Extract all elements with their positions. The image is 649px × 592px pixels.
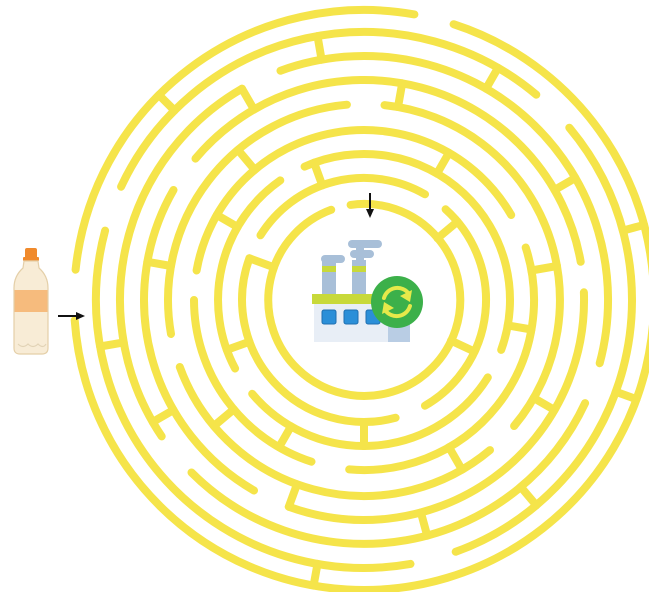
maze-spoke-wall	[503, 321, 536, 334]
maze-ring-wall	[264, 199, 465, 400]
maze-spoke-wall	[313, 32, 326, 64]
maze-ring-wall	[70, 20, 649, 592]
maze-ring-wall	[140, 186, 258, 495]
maze-spoke-wall	[309, 559, 322, 590]
maze-ring-wall	[276, 52, 613, 368]
maze-ring-wall	[284, 288, 588, 524]
maze-spoke-wall	[148, 406, 178, 426]
maze-ring-wall	[380, 101, 564, 430]
maze-spoke-wall	[275, 422, 295, 452]
maze-ring-wall	[164, 100, 351, 338]
maze-ring-wall	[345, 243, 539, 474]
maze-spoke-wall	[445, 443, 466, 474]
recycling-factory-icon	[312, 240, 423, 342]
maze-spoke-wall	[447, 336, 479, 356]
maze-spoke-wall	[209, 405, 238, 430]
maze-spoke-wall	[611, 387, 641, 404]
maze-ring-wall	[71, 6, 419, 274]
maze-spoke-wall	[143, 257, 175, 270]
maze-ring-wall	[91, 226, 415, 572]
maze-ring-wall	[214, 176, 285, 373]
maze-ring-wall	[300, 149, 514, 354]
maze-spoke-wall	[550, 174, 580, 194]
maze-spoke-wall	[96, 338, 128, 351]
maze-ring-wall	[190, 296, 316, 466]
maze-spoke-wall	[527, 262, 561, 275]
maze-ring-wall	[175, 363, 494, 500]
maze-spoke-wall	[284, 480, 301, 511]
maze-spoke-wall	[234, 145, 259, 174]
maze-ring-wall	[248, 373, 492, 450]
maze-ring-wall	[187, 399, 590, 548]
maze-spoke-wall	[310, 158, 327, 190]
maze-spoke-wall	[482, 63, 502, 93]
maze-spoke-wall	[433, 217, 462, 243]
maze-spoke-wall	[394, 79, 407, 111]
maze-spoke-wall	[238, 84, 258, 114]
maze-spoke-wall	[222, 337, 254, 354]
maze-spoke-wall	[212, 211, 242, 231]
maze-spoke-wall	[245, 254, 278, 272]
maze-spoke-wall	[529, 394, 559, 414]
arrow-right-icon	[58, 312, 85, 320]
maze-spokes	[96, 32, 649, 590]
maze-spoke-wall	[433, 148, 453, 178]
maze-spoke-wall	[416, 508, 432, 540]
maze-ring-wall	[421, 205, 491, 410]
maze-rings	[70, 6, 649, 592]
maze-spoke-wall	[516, 482, 541, 510]
plastic-bottle-icon	[13, 248, 49, 355]
arrow-down-icon	[366, 193, 374, 218]
maze-ring-wall	[117, 27, 541, 191]
maze-ring-wall	[256, 173, 429, 240]
maze-ring-wall	[238, 254, 400, 426]
maze-spoke-wall	[618, 220, 649, 235]
maze-ring-wall	[451, 123, 636, 556]
maze-spoke-wall	[154, 90, 179, 115]
maze-ring-wall	[116, 84, 246, 441]
